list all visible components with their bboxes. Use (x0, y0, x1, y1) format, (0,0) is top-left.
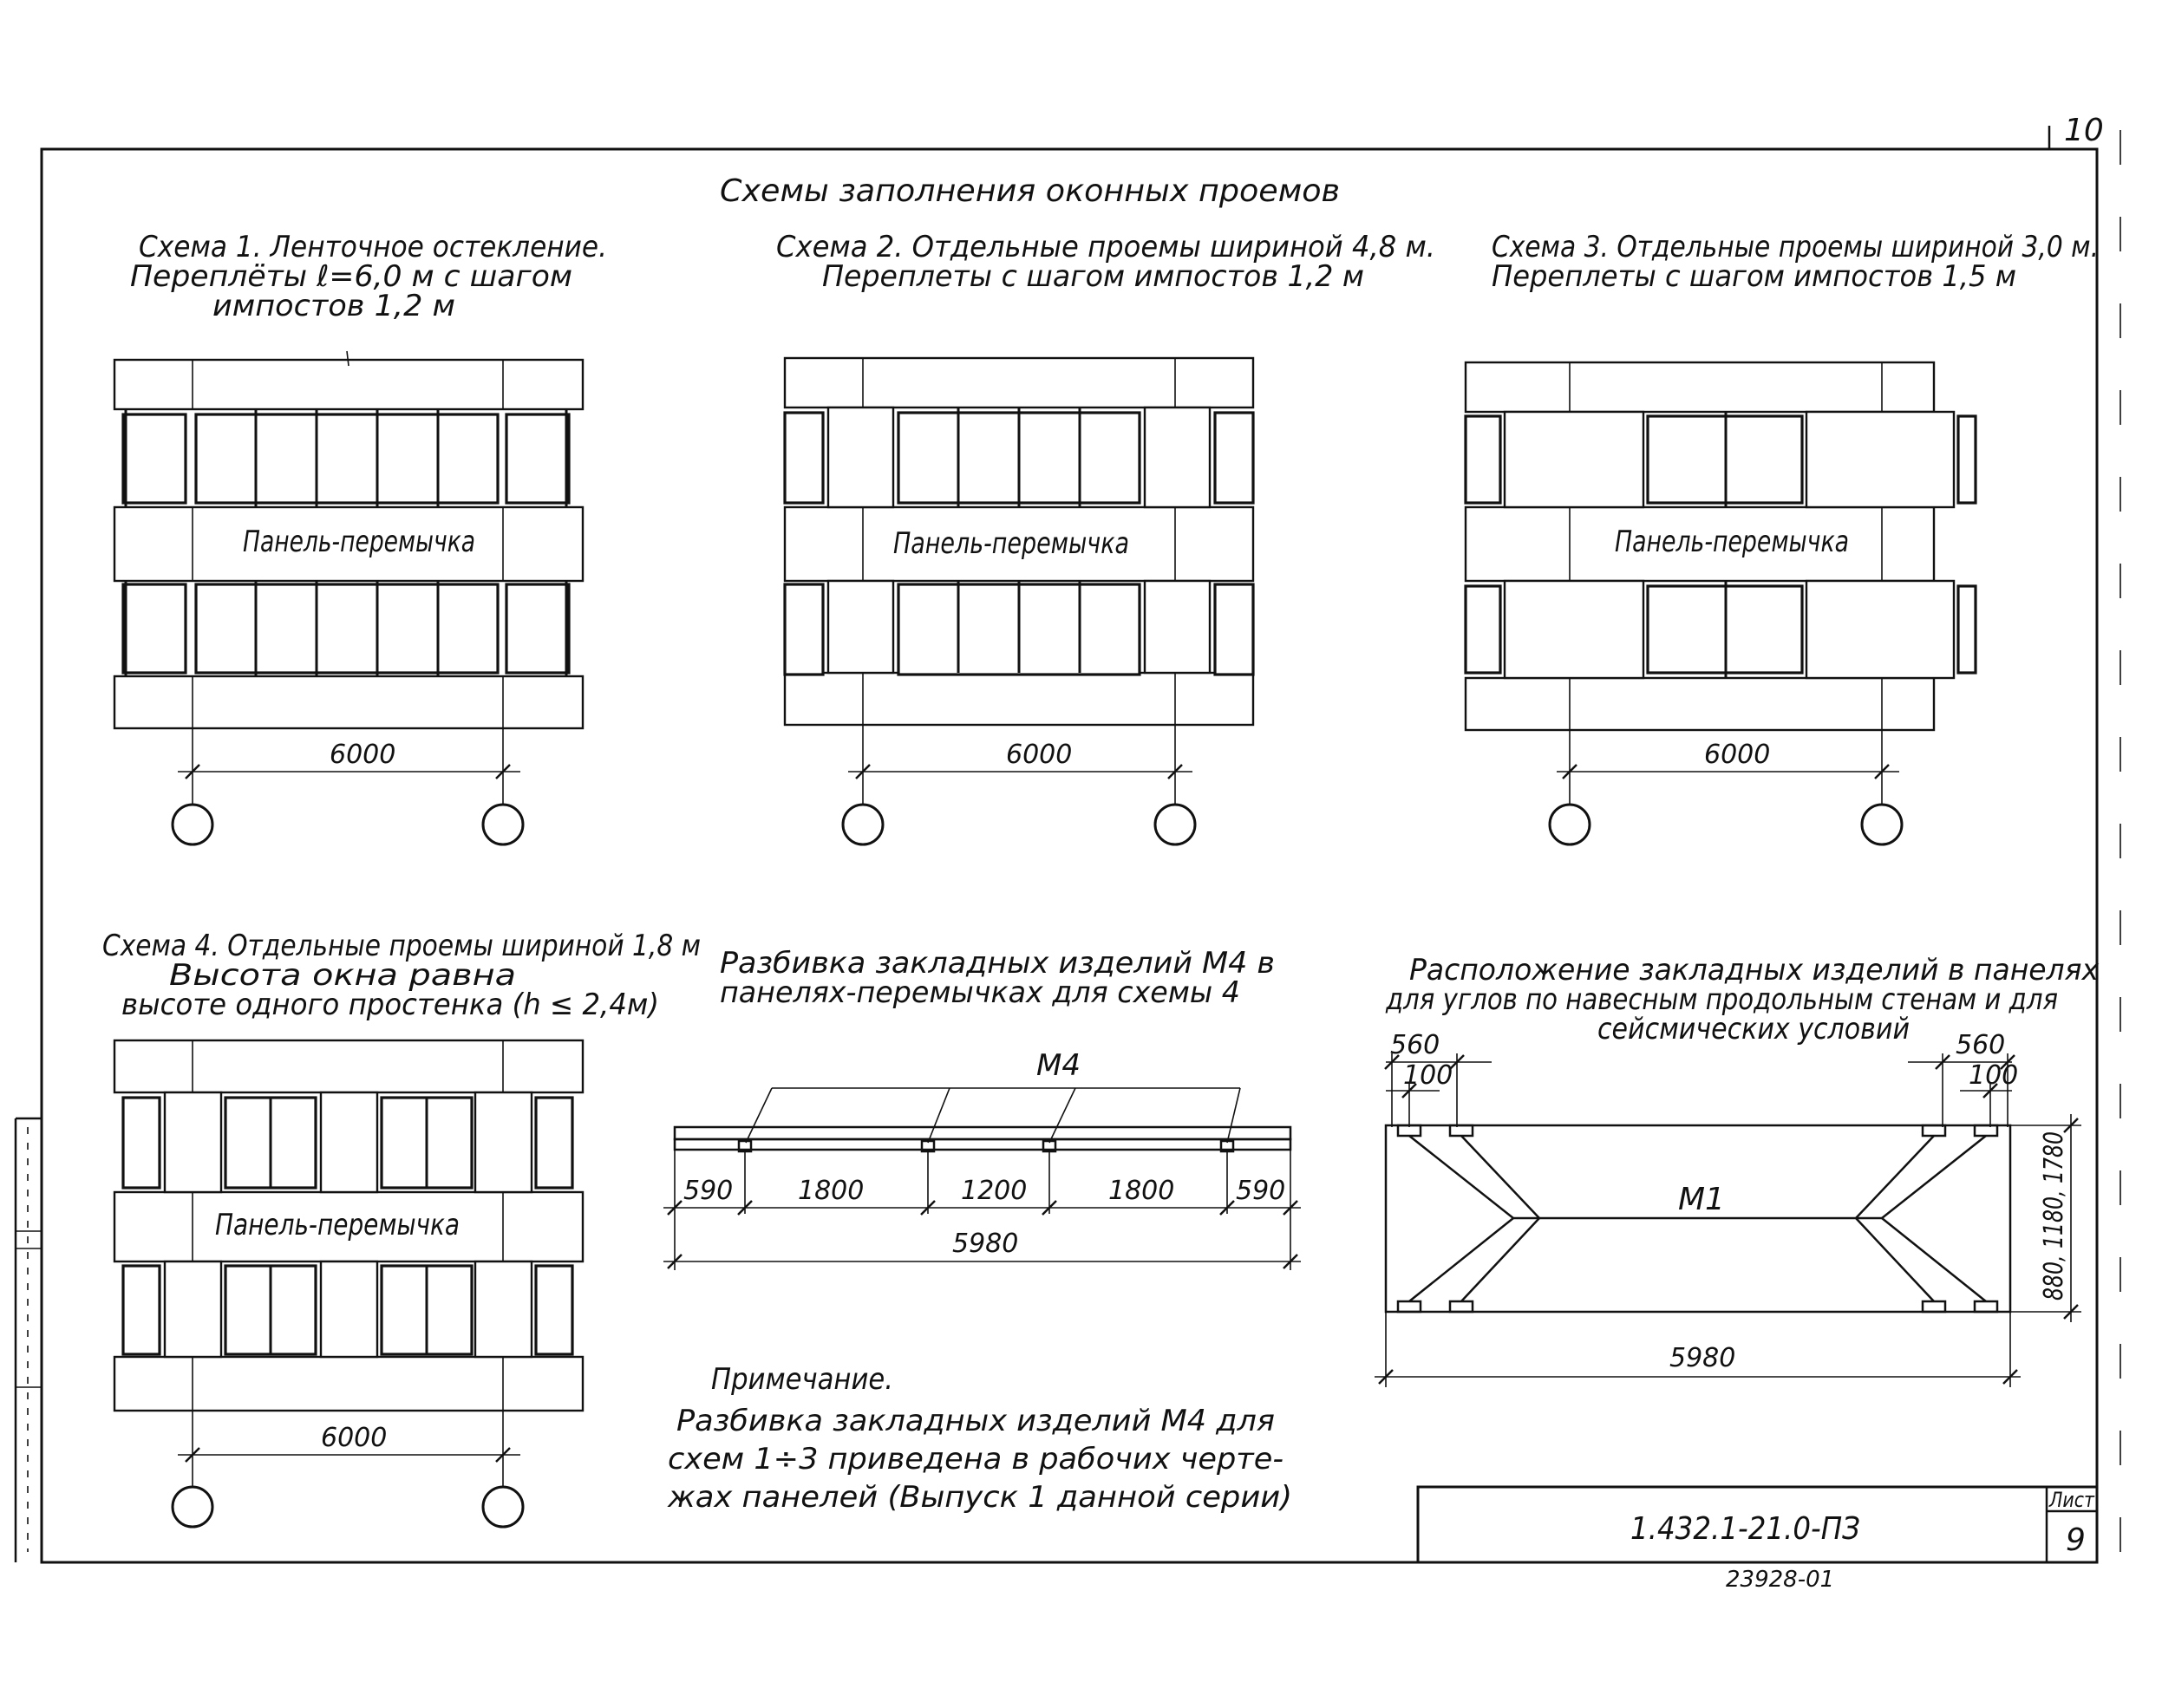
scheme1-caption-line3: импостов 1,2 м (212, 289, 455, 323)
m4-seg-2: 1800 (798, 1176, 864, 1206)
scheme4-grid-axis-left (171, 1485, 214, 1529)
note-line3: жах панелей (Выпуск 1 данной серии) (667, 1480, 1292, 1515)
m4-total: 5980 (952, 1229, 1018, 1259)
m4-seg-1: 590 (683, 1176, 733, 1206)
m4-seg-5: 590 (1236, 1176, 1285, 1206)
m4-item-label: М4 (1036, 1048, 1081, 1083)
m4-title-line2: панелях-перемычках для схемы 4 (720, 975, 1240, 1010)
scheme1-caption-line1: Схема 1. Ленточное остекление. (139, 230, 607, 264)
note-title: Примечание. (711, 1362, 893, 1397)
scheme3-caption-line1: Схема 3. Отдельные проемы шириной 3,0 м. (1492, 230, 2099, 264)
m1-dims-bottom: 5980 (1375, 1312, 2021, 1387)
scheme1-caption-line2: Переплёты ℓ=6,0 м с шагом (130, 259, 572, 294)
m4-title-line1: Разбивка закладных изделий М4 в (720, 946, 1275, 981)
m1-left-dim-outer: 560 (1390, 1030, 1440, 1060)
scheme2-panel-label: Панель-перемычка (893, 526, 1129, 561)
note-line2: схем 1÷3 приведена в рабочих черте- (668, 1442, 1283, 1477)
scheme4-dim-6000: 6000 (321, 1423, 387, 1453)
m1-embed-br2 (1973, 1300, 1999, 1314)
scheme4-grid-axis-right (481, 1485, 525, 1529)
scheme4-caption-line1: Схема 4. Отдельные проемы шириной 1,8 м (102, 929, 701, 963)
m1-item-label: М1 (1678, 1182, 1725, 1217)
scheme1-dimension: 6000 (171, 728, 525, 846)
m1-title-line1: Расположение закладных изделий в панелях (1409, 953, 2100, 988)
m1-right-dim-outer: 560 (1956, 1030, 2005, 1060)
scheme4-panel-label: Панель-перемычка (215, 1208, 460, 1242)
m1-layout: Расположение закладных изделий в панелях… (1375, 953, 2100, 1387)
m1-left-dim-inner: 100 (1403, 1060, 1453, 1091)
m4-seg-4: 1800 (1108, 1176, 1174, 1206)
scheme3-panel-label: Панель-перемычка (1615, 525, 1849, 559)
m1-title-line3: сейсмических условий (1597, 1012, 1910, 1046)
sheet-frame (14, 126, 2121, 1564)
scheme1-grid-axis-right (481, 803, 525, 846)
m1-embed-bl2 (1448, 1300, 1474, 1314)
main-title: Схемы заполнения оконных проемов (720, 173, 1340, 209)
m1-total: 5980 (1669, 1343, 1735, 1373)
scheme3-elevation: Панель-перемычка (1464, 361, 1977, 732)
scheme1-dim-6000: 6000 (330, 740, 395, 770)
scheme2-grid-axis-right (1153, 803, 1197, 846)
m4-layout: Разбивка закладных изделий М4 в панелях-… (663, 946, 1301, 1270)
scheme1-panel-label: Панель-перемычка (243, 525, 475, 559)
scheme4-dimension: 6000 (171, 1411, 525, 1529)
scheme2-grid-axis-left (841, 803, 885, 846)
m1-panel-elevation: М1 (1384, 1124, 2012, 1314)
scheme4-caption-line2: Высота окна равна (169, 958, 516, 993)
m1-right-dim-inner: 100 (1969, 1060, 2018, 1091)
bottom-code: 23928-01 (1726, 1567, 1834, 1593)
scheme3-grid-axis-left (1548, 803, 1591, 846)
m1-dims-top: 560 100 560 100 (1384, 1030, 2018, 1127)
scheme3-dim-6000: 6000 (1704, 740, 1770, 770)
m4-dimensions: 590 1800 1200 1800 590 5980 (663, 1150, 1301, 1270)
page-number-top: 10 (2064, 113, 2104, 148)
scheme2-dim-6000: 6000 (1006, 740, 1072, 770)
scheme3-caption-line2: Переплеты с шагом импостов 1,5 м (1492, 259, 2016, 294)
scheme2-dimension: 6000 (841, 725, 1197, 846)
scheme2-caption-line1: Схема 2. Отдельные проемы шириной 4,8 м. (776, 230, 1435, 264)
m1-dims-side: 880, 1180, 1780 (2010, 1114, 2081, 1322)
scheme3-dimension: 6000 (1548, 730, 1904, 846)
scheme1-elevation: Панель-перемычка (113, 350, 585, 730)
stamp-sheet-label: Лист (2048, 1488, 2095, 1512)
m1-embed-tr1 (1921, 1124, 1947, 1138)
scheme3-grid-axis-right (1860, 803, 1904, 846)
m1-height-dim: 880, 1180, 1780 (2039, 1131, 2069, 1301)
title-block: 1.432.1-21.0-ПЗ Лист 9 (1416, 1485, 2099, 1564)
scheme1-grid-axis-left (171, 803, 214, 846)
note-line1: Разбивка закладных изделий М4 для (676, 1404, 1275, 1438)
m4-panel-section (673, 1125, 1292, 1153)
scheme-2: Схема 2. Отдельные проемы шириной 4,8 м.… (776, 230, 1435, 846)
m1-embed-br1 (1921, 1300, 1947, 1314)
m1-title-line2: для углов по навесным продольным стенам … (1385, 982, 2058, 1017)
scheme-1: Схема 1. Ленточное остекление. Переплёты… (113, 230, 607, 846)
note-block: Примечание. Разбивка закладных изделий М… (667, 1362, 1292, 1515)
scheme2-elevation: Панель-перемычка (783, 356, 1255, 727)
scheme-4: Схема 4. Отдельные проемы шириной 1,8 м … (102, 929, 701, 1529)
scheme4-elevation: Панель-перемычка (113, 1039, 585, 1412)
scheme4-caption-line3: высоте одного простенка (h ≤ 2,4м) (121, 988, 659, 1022)
scheme2-caption-line2: Переплеты с шагом импостов 1,2 м (822, 259, 1364, 294)
m1-embed-tl2 (1448, 1124, 1474, 1138)
scheme-3: Схема 3. Отдельные проемы шириной 3,0 м.… (1464, 230, 2099, 846)
m4-seg-3: 1200 (961, 1176, 1027, 1206)
m1-embed-bl1 (1396, 1300, 1422, 1314)
stamp-sheet-number: 9 (2066, 1522, 2086, 1558)
stamp-code: 1.432.1-21.0-ПЗ (1630, 1511, 1860, 1547)
m1-embed-tr2 (1973, 1124, 1999, 1138)
